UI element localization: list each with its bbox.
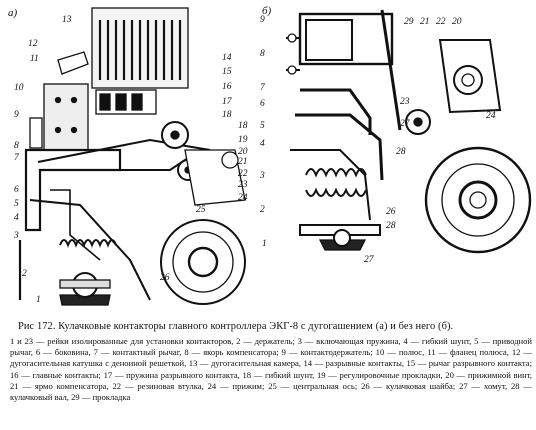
label-a-8: 8 [14,141,19,151]
label-a-17: 17 [222,97,233,107]
label-a-9: 9 [14,110,19,120]
label-a-18: 18 [222,110,232,120]
label-b-6: 6 [260,99,265,109]
label-b-27-top: 27 [400,119,411,129]
label-b-3: 3 [259,171,265,181]
label-a-18b: 18 [238,121,248,131]
label-a-4: 4 [14,213,19,223]
labels-b: 9 8 7 6 5 4 3 2 1 29 21 22 20 27 28 24 2… [259,15,496,265]
label-b-23: 23 [400,97,410,107]
label-b-22: 22 [436,17,446,27]
label-a-25: 25 [196,205,206,215]
label-b-29: 29 [404,17,414,27]
subfigure-a-label: а) [8,7,18,19]
label-a-15: 15 [222,67,232,77]
labels-a: 13 12 11 10 9 8 7 6 5 4 3 2 1 14 15 16 1… [13,15,248,305]
label-b-4: 4 [260,139,265,149]
label-a-20: 20 [238,147,248,157]
label-b-8: 8 [260,49,265,59]
label-b-2: 2 [260,205,265,215]
label-a-2: 2 [22,269,27,279]
label-a-1: 1 [36,295,41,305]
label-a-19: 19 [238,135,248,145]
label-b-26: 26 [386,207,396,217]
label-a-23: 23 [238,180,248,190]
subfigure-b-label: б) [262,5,272,17]
label-a-7: 7 [14,153,20,163]
label-b-7: 7 [260,83,266,93]
contactor-diagram: а) б) 13 12 11 10 9 8 7 6 5 4 3 2 1 14 1… [8,5,532,306]
label-b-24: 24 [486,111,496,121]
label-a-11: 11 [30,54,39,64]
label-b-21: 21 [420,17,430,27]
label-a-24: 24 [238,193,248,203]
label-a-3: 3 [13,231,19,241]
caption-title: Рис 172. Кулачковые контакторы главного … [18,321,454,332]
label-b-27: 27 [364,255,375,265]
label-a-10: 10 [14,83,24,93]
caption-legend: 1 и 23 — рейки изолированные для установ… [10,336,532,403]
label-b-9: 9 [260,15,265,25]
label-a-5: 5 [14,199,19,209]
label-b-28: 28 [386,221,396,231]
label-b-1: 1 [262,239,267,249]
label-a-16: 16 [222,82,232,92]
figure-caption: Рис 172. Кулачковые контакторы главного … [4,320,532,403]
label-a-6: 6 [14,185,19,195]
label-a-21: 21 [238,157,248,167]
figure-a-drawing [18,7,246,306]
figure-b-drawing [286,9,532,254]
label-a-14: 14 [222,53,232,63]
label-a-26: 26 [160,273,170,283]
label-a-12: 12 [28,39,38,49]
label-b-5: 5 [260,121,265,131]
label-a-22: 22 [238,169,248,179]
label-a-13: 13 [62,15,72,25]
label-b-28-top: 28 [396,147,406,157]
label-b-20: 20 [452,17,462,27]
